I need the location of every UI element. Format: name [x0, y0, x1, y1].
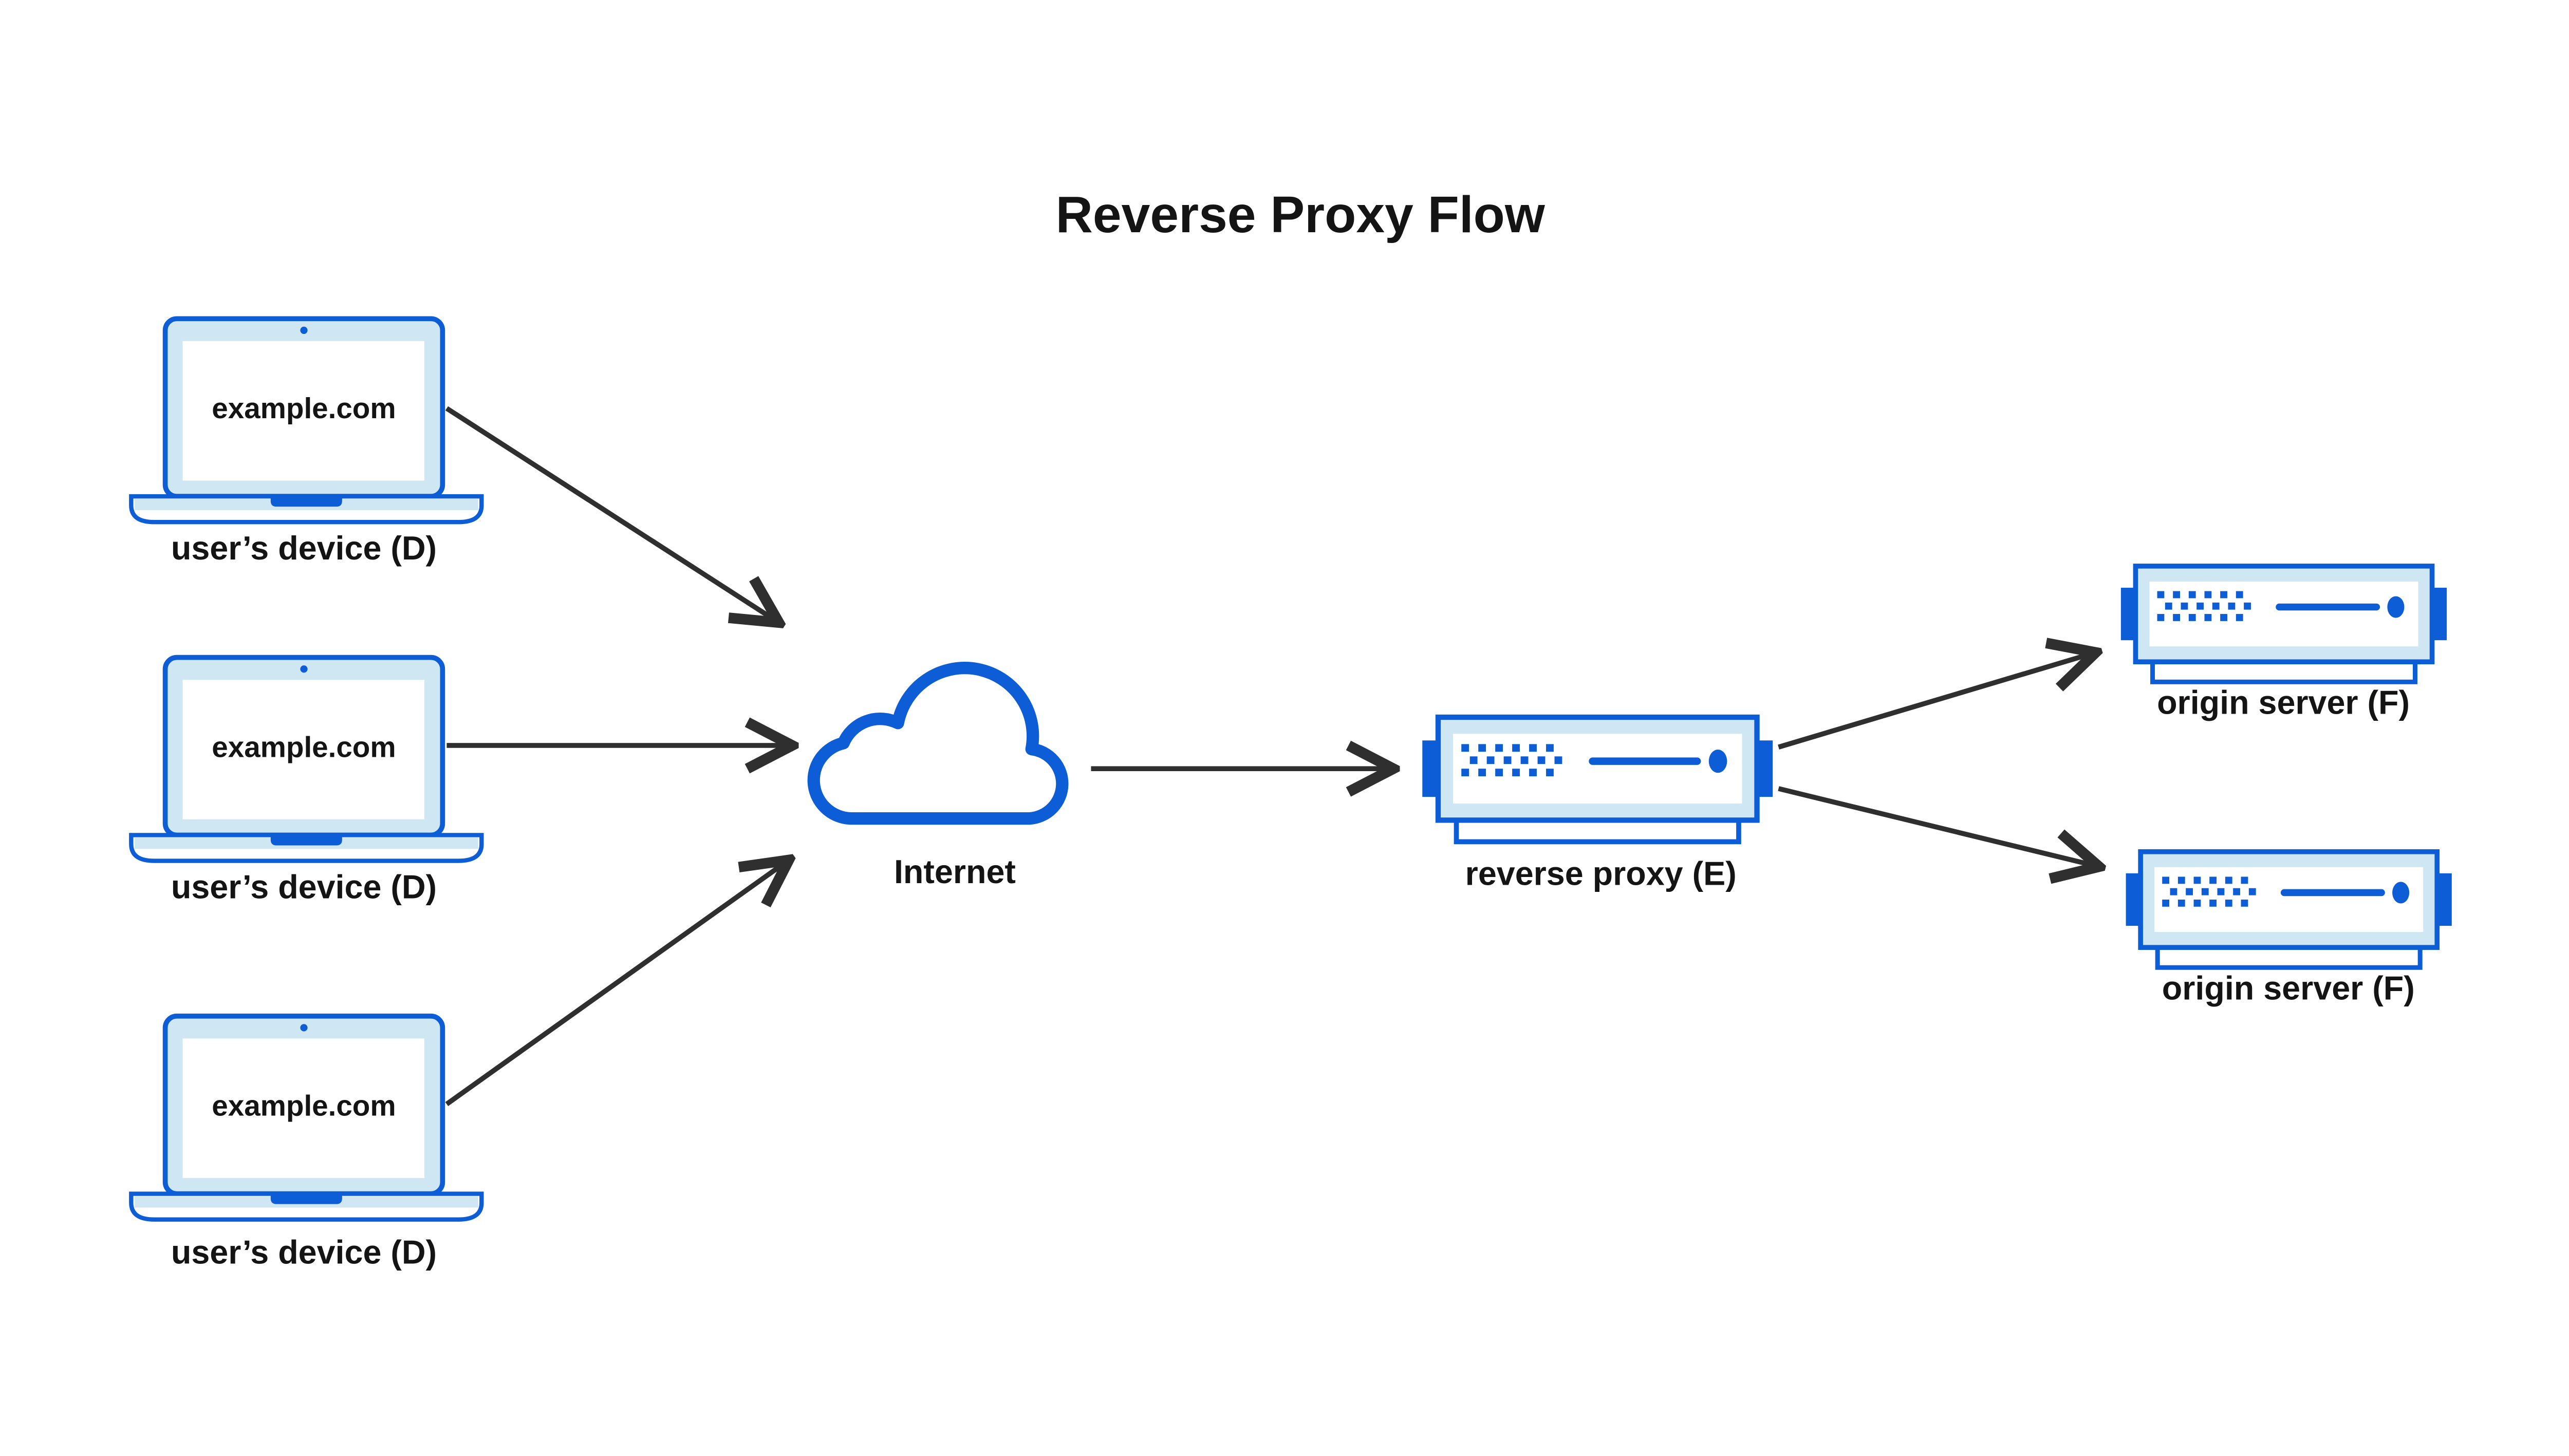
node-origin-server-2: origin server (F)	[2126, 852, 2452, 1006]
node-internet: Internet	[807, 662, 1069, 890]
node-reverse-proxy: reverse proxy (E)	[1422, 717, 1773, 892]
node-user-device-1: example.com user’s device (D)	[131, 319, 481, 567]
arrow-device-1-to-internet	[445, 406, 778, 623]
internet-label: Internet	[894, 853, 1016, 890]
arrows	[445, 406, 2099, 1107]
reverse-proxy-label: reverse proxy (E)	[1465, 854, 1737, 892]
server-icon	[1422, 717, 1773, 842]
server-icon	[2126, 852, 2452, 967]
node-user-device-3: example.com user’s device (D)	[131, 1016, 481, 1271]
arrow-reverse-proxy-to-origin-server-2	[1778, 786, 2099, 867]
server-icon	[2121, 566, 2447, 682]
origin-server-1-label: origin server (F)	[2157, 684, 2410, 721]
device-1-screen-text: example.com	[212, 392, 396, 424]
page-title: Reverse Proxy Flow	[1056, 186, 1546, 244]
origin-server-2-label: origin server (F)	[2162, 969, 2415, 1006]
cloud-icon	[807, 662, 1069, 825]
node-user-device-2: example.com user’s device (D)	[131, 658, 481, 905]
device-1-label: user’s device (D)	[171, 529, 437, 567]
arrow-reverse-proxy-to-origin-server-1	[1778, 652, 2096, 750]
device-3-label: user’s device (D)	[171, 1233, 437, 1271]
device-2-label: user’s device (D)	[171, 868, 437, 905]
device-2-screen-text: example.com	[212, 731, 396, 763]
arrow-device-3-to-internet	[445, 860, 789, 1107]
node-origin-server-1: origin server (F)	[2121, 566, 2447, 721]
device-3-screen-text: example.com	[212, 1090, 396, 1122]
